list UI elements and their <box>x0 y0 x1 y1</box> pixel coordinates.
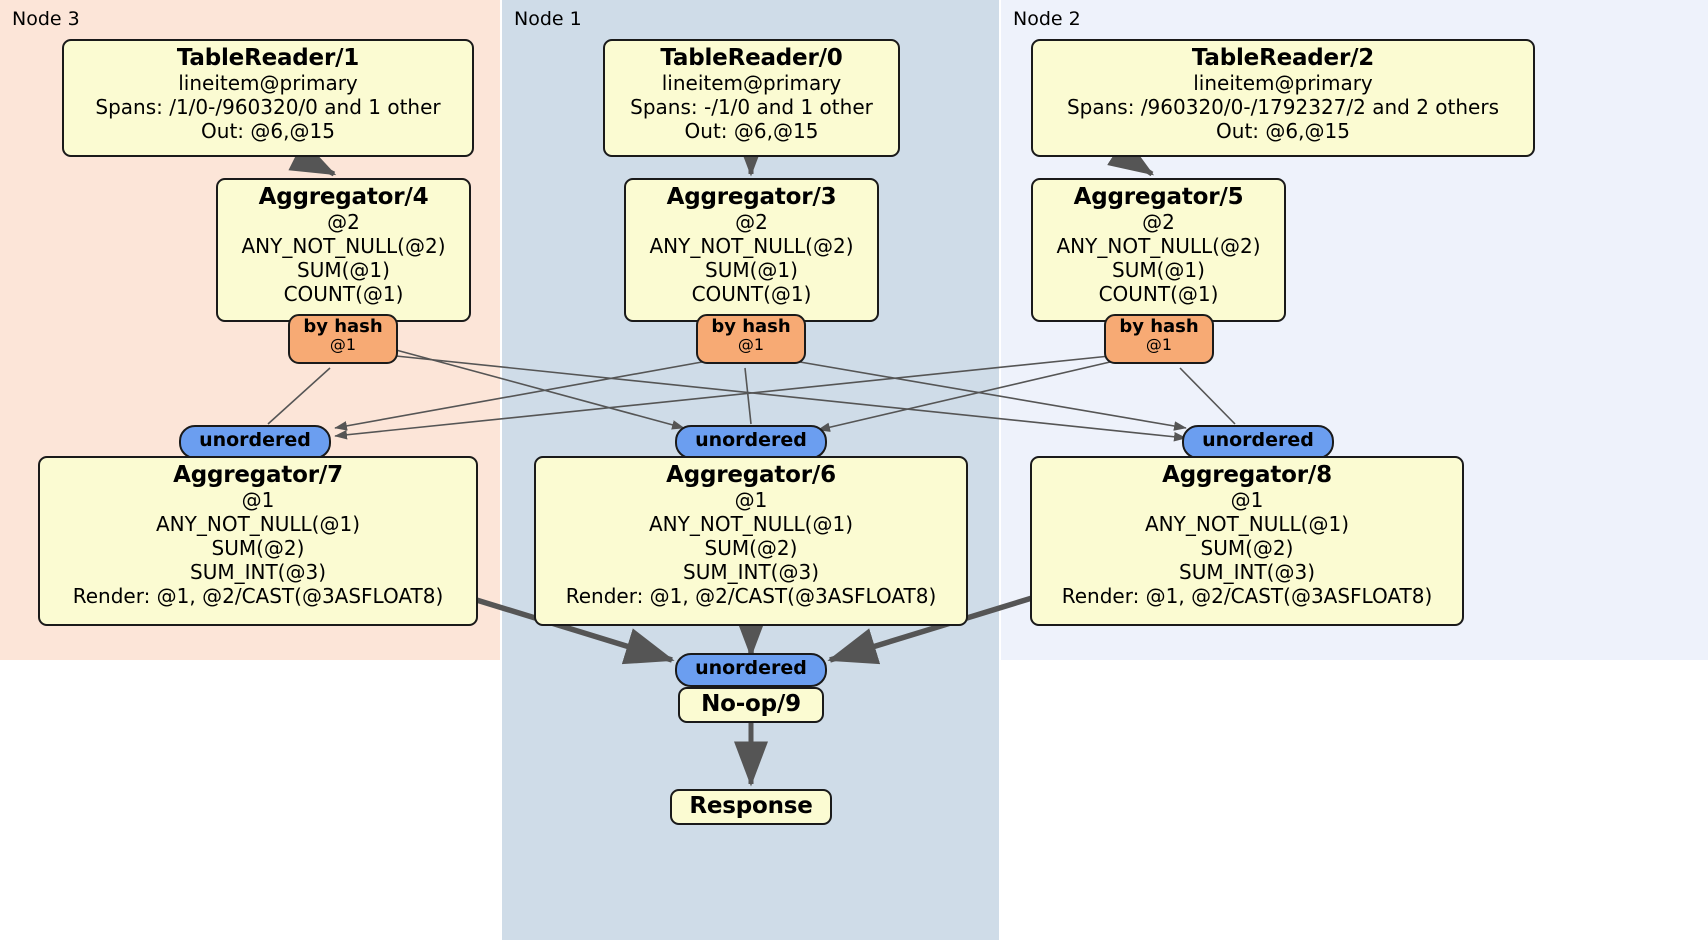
aggregator-8-func-1: ANY_NOT_NULL(@1) <box>1145 512 1349 537</box>
aggregator-8-title: Aggregator/8 <box>1162 462 1332 488</box>
aggregator-7-box[interactable]: Aggregator/7 @1 ANY_NOT_NULL(@1) SUM(@2)… <box>38 456 478 626</box>
table-reader-2-spans: Spans: /960320/0-/1792327/2 and 2 others <box>1066 95 1499 120</box>
table-reader-2-out: Out: @6,@15 <box>1216 118 1350 143</box>
table-reader-2-box[interactable]: TableReader/2 lineitem@primary Spans: /9… <box>1031 39 1535 157</box>
panel-label-node-3: Node 3 <box>12 8 80 30</box>
aggregator-7-groupby: @1 <box>241 488 275 513</box>
table-reader-0-out: Out: @6,@15 <box>684 118 819 143</box>
by-hash-column-node-2: @1 <box>1145 334 1173 354</box>
panel-label-node-1: Node 1 <box>514 8 582 30</box>
aggregator-3-func-3: COUNT(@1) <box>691 281 812 306</box>
aggregator-4-func-1: ANY_NOT_NULL(@2) <box>241 234 446 259</box>
aggregator-3-groupby: @2 <box>735 210 768 235</box>
table-reader-2-title: TableReader/2 <box>1191 45 1375 71</box>
unordered-label-node-1: unordered <box>695 429 807 451</box>
by-hash-badge-node-2[interactable]: by hash @1 <box>1104 314 1214 364</box>
table-reader-0-spans: Spans: -/1/0 and 1 other <box>630 95 873 120</box>
aggregator-6-func-2: SUM(@2) <box>704 535 798 560</box>
aggregator-5-groupby: @2 <box>1142 210 1175 235</box>
unordered-label-node-3: unordered <box>199 429 311 451</box>
aggregator-6-render: Render: @1, @2/CAST(@3ASFLOAT8) <box>565 583 937 608</box>
aggregator-5-func-1: ANY_NOT_NULL(@2) <box>1056 234 1261 259</box>
aggregator-3-func-2: SUM(@1) <box>705 257 798 282</box>
aggregator-3-title: Aggregator/3 <box>666 184 837 210</box>
aggregator-6-title: Aggregator/6 <box>666 462 836 488</box>
aggregator-8-groupby: @1 <box>1230 488 1264 513</box>
table-reader-1-title: TableReader/1 <box>176 45 360 71</box>
aggregator-4-box[interactable]: Aggregator/4 @2 ANY_NOT_NULL(@2) SUM(@1)… <box>216 178 471 322</box>
aggregator-7-func-2: SUM(@2) <box>211 535 305 560</box>
unordered-label-final: unordered <box>695 657 807 679</box>
aggregator-3-box[interactable]: Aggregator/3 @2 ANY_NOT_NULL(@2) SUM(@1)… <box>624 178 879 322</box>
by-hash-label-node-2: by hash <box>1119 316 1199 337</box>
table-reader-1-index: lineitem@primary <box>178 71 358 96</box>
no-op-9-box[interactable]: No-op/9 <box>678 687 824 723</box>
table-reader-1-box[interactable]: TableReader/1 lineitem@primary Spans: /1… <box>62 39 474 157</box>
aggregator-3-func-1: ANY_NOT_NULL(@2) <box>649 234 854 259</box>
aggregator-6-func-1: ANY_NOT_NULL(@1) <box>649 512 853 537</box>
by-hash-badge-node-1[interactable]: by hash @1 <box>696 314 806 364</box>
aggregator-7-func-3: SUM_INT(@3) <box>190 559 326 584</box>
aggregator-5-func-3: COUNT(@1) <box>1098 281 1219 306</box>
aggregator-8-func-2: SUM(@2) <box>1200 535 1294 560</box>
aggregator-6-groupby: @1 <box>734 488 768 513</box>
aggregator-6-func-3: SUM_INT(@3) <box>683 559 819 584</box>
by-hash-label-node-3: by hash <box>303 316 383 337</box>
panel-label-node-2: Node 2 <box>1013 8 1081 30</box>
no-op-9-title: No-op/9 <box>701 691 801 717</box>
aggregator-4-groupby: @2 <box>327 210 360 235</box>
table-reader-0-title: TableReader/0 <box>660 45 843 71</box>
unordered-badge-final[interactable]: unordered <box>675 653 827 687</box>
table-reader-1-out: Out: @6,@15 <box>201 118 335 143</box>
aggregator-5-box[interactable]: Aggregator/5 @2 ANY_NOT_NULL(@2) SUM(@1)… <box>1031 178 1286 322</box>
by-hash-column-node-1: @1 <box>737 334 765 354</box>
aggregator-4-func-3: COUNT(@1) <box>283 281 404 306</box>
table-reader-2-index: lineitem@primary <box>1193 71 1373 96</box>
unordered-badge-node-2[interactable]: unordered <box>1182 425 1334 459</box>
aggregator-8-render: Render: @1, @2/CAST(@3ASFLOAT8) <box>1061 583 1433 608</box>
by-hash-badge-node-3[interactable]: by hash @1 <box>288 314 398 364</box>
by-hash-column-node-3: @1 <box>329 334 357 354</box>
response-box[interactable]: Response <box>670 789 832 825</box>
by-hash-label-node-1: by hash <box>711 316 791 337</box>
aggregator-8-box[interactable]: Aggregator/8 @1 ANY_NOT_NULL(@1) SUM(@2)… <box>1030 456 1464 626</box>
table-reader-0-box[interactable]: TableReader/0 lineitem@primary Spans: -/… <box>603 39 900 157</box>
table-reader-1-spans: Spans: /1/0-/960320/0 and 1 other <box>95 95 441 120</box>
aggregator-5-title: Aggregator/5 <box>1073 184 1244 210</box>
aggregator-7-title: Aggregator/7 <box>173 462 343 488</box>
aggregator-6-box[interactable]: Aggregator/6 @1 ANY_NOT_NULL(@1) SUM(@2)… <box>534 456 968 626</box>
unordered-badge-node-1[interactable]: unordered <box>675 425 827 459</box>
table-reader-0-index: lineitem@primary <box>661 71 842 96</box>
unordered-label-node-2: unordered <box>1202 429 1314 451</box>
response-title: Response <box>689 793 813 819</box>
aggregator-7-func-1: ANY_NOT_NULL(@1) <box>156 512 360 537</box>
aggregator-5-func-2: SUM(@1) <box>1112 257 1205 282</box>
unordered-badge-node-3[interactable]: unordered <box>179 425 331 459</box>
aggregator-8-func-3: SUM_INT(@3) <box>1179 559 1315 584</box>
aggregator-4-title: Aggregator/4 <box>258 184 429 210</box>
aggregator-4-func-2: SUM(@1) <box>297 257 390 282</box>
aggregator-7-render: Render: @1, @2/CAST(@3ASFLOAT8) <box>72 583 444 608</box>
